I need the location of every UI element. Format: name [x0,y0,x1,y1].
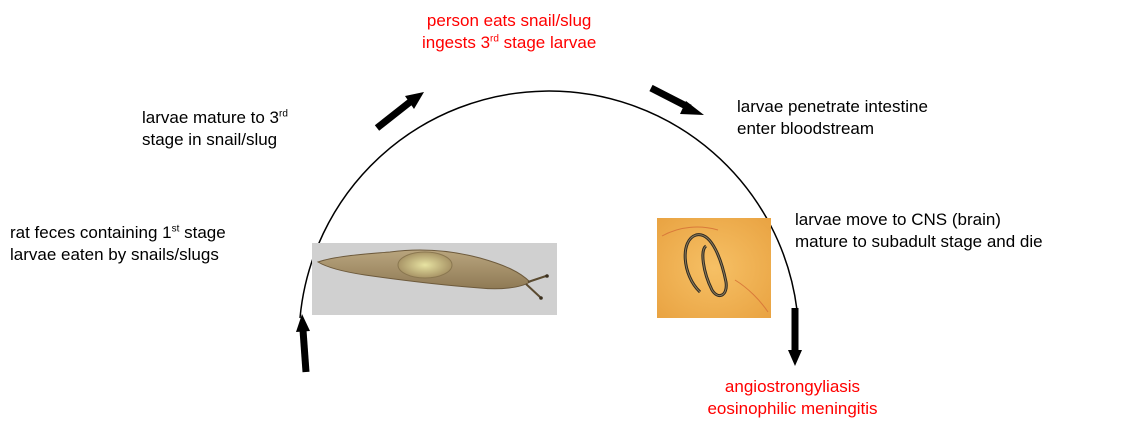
ingestion-label: person eats snail/slug ingests 3rd stage… [422,10,596,54]
cns-label: larvae move to CNS (brain) mature to sub… [795,209,1043,253]
outcome-label: angiostrongyliasis eosinophilic meningit… [670,376,915,420]
arrow-snail-to-human [377,92,424,128]
arrow-ingestion-to-intestine [651,88,704,115]
larva-micrograph [657,218,771,318]
intestine-label: larvae penetrate intestine enter bloodst… [737,96,928,140]
maturation-label: larvae mature to 3rd stage in snail/slug [142,107,288,151]
feces-label: rat feces containing 1st stage larvae ea… [10,222,226,266]
arrow-entry [296,314,310,372]
arrow-to-outcome [788,308,802,366]
slug-photo [312,243,557,315]
